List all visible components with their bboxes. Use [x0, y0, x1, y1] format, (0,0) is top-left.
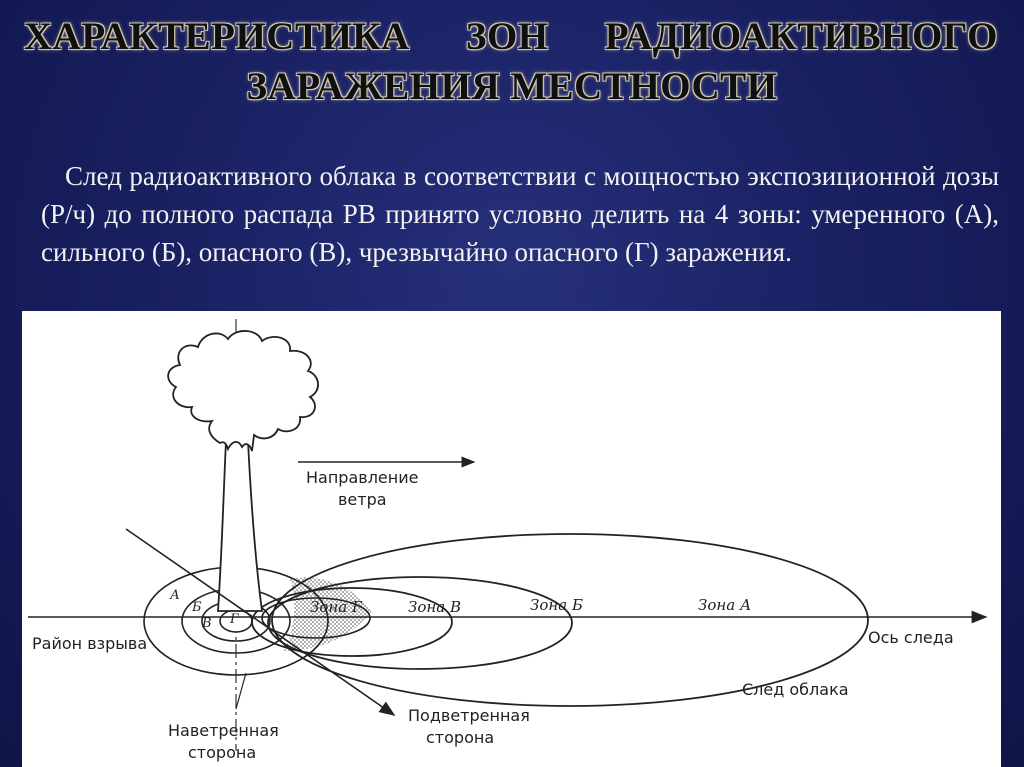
title-word-1: ХАРАКТЕРИСТИКА: [24, 15, 410, 58]
circle-letter-a: А: [169, 588, 180, 603]
circle-letter-g: Г: [229, 612, 239, 627]
mushroom-stem: [217, 440, 264, 612]
zone-g-label: Зона Г: [310, 598, 363, 616]
circle-letter-b: Б: [191, 600, 202, 615]
trace-zone-a-ellipse: [271, 533, 869, 707]
contamination-zones-diagram: Направление ветра Район взрыва Ось следа…: [22, 311, 1001, 767]
explosion-area-label: Район взрыва: [32, 634, 147, 653]
diagonal-divider-line: [125, 528, 396, 716]
wind-direction-label-line1: Направление: [306, 468, 418, 487]
diagram-svg: Направление ветра Район взрыва Ось следа…: [28, 319, 988, 762]
wind-direction-label-line2: ветра: [338, 490, 387, 509]
windward-side-label-line2: сторона: [188, 743, 256, 762]
title-word-2: ЗОН: [465, 15, 549, 58]
windward-pointer: [235, 672, 247, 710]
description-paragraph: След радиоактивного облака в соответстви…: [41, 161, 999, 267]
slide-title: ХАРАКТЕРИСТИКА ЗОН РАДИОАКТИВНОГО ЗАРАЖЕ…: [0, 12, 1024, 112]
zone-v-label: Зона В: [408, 598, 461, 616]
zone-b-label: Зона Б: [530, 596, 583, 614]
cloud-trace-label: След облака: [742, 680, 849, 699]
trace-zone-b-ellipse: [267, 576, 573, 670]
trace-axis-label: Ось следа: [868, 628, 954, 647]
zone-a-label: Зона А: [698, 596, 751, 614]
mushroom-cloud: [167, 330, 319, 452]
title-word-3: РАДИОАКТИВНОГО: [604, 15, 998, 58]
trace-zone-v-ellipse: [251, 587, 453, 657]
windward-side-label-line1: Наветренная: [168, 721, 279, 740]
leeward-side-label-line2: сторона: [426, 728, 494, 747]
leeward-side-label-line1: Подветренная: [408, 706, 530, 725]
trace-zone-g-ellipse: [261, 597, 371, 639]
title-line-2: ЗАРАЖЕНИЯ МЕСТНОСТИ: [246, 65, 778, 108]
circle-letter-v: В: [201, 616, 212, 631]
title-line-1: ХАРАКТЕРИСТИКА ЗОН РАДИОАКТИВНОГО: [0, 12, 1024, 62]
